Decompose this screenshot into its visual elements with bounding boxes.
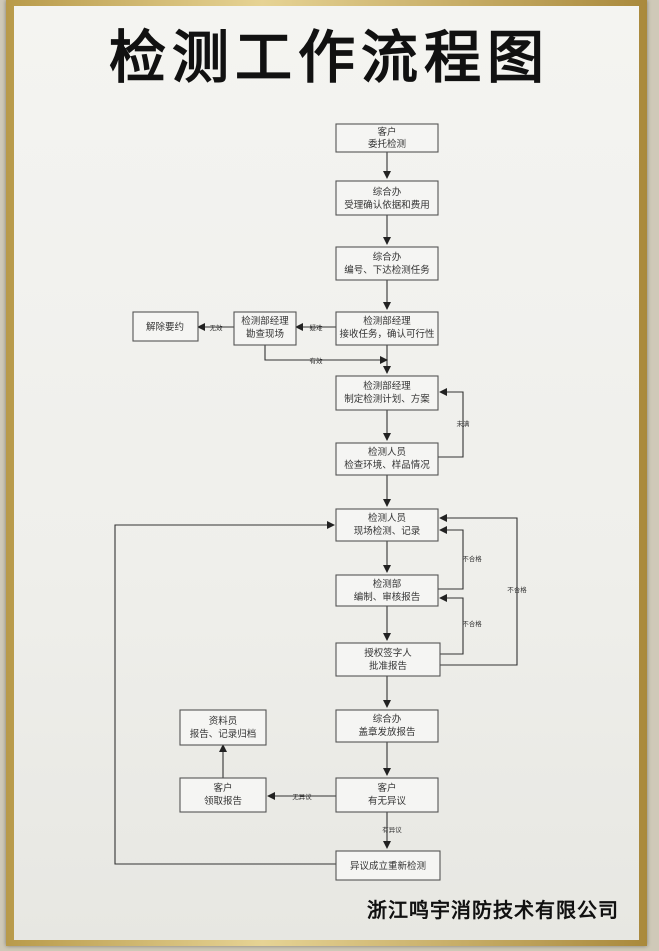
node-signatory: 授权签字人 批准报告 bbox=[335, 642, 441, 677]
svg-text:有无异议: 有无异议 bbox=[368, 795, 407, 807]
node-office-seal: 综合办 盖章发放报告 bbox=[335, 709, 439, 743]
label-fail-1: 不合格 bbox=[462, 554, 482, 563]
edge-survey-plan bbox=[264, 345, 388, 364]
node-staff-check: 检测人员 检查环境、样品情况 bbox=[335, 442, 439, 476]
node-mgr-receive: 检测部经理 接收任务，确认可行性 bbox=[335, 311, 439, 346]
label-fail-3: 不合格 bbox=[507, 585, 527, 594]
connectors bbox=[114, 152, 518, 865]
svg-text:检测部经理: 检测部经理 bbox=[363, 380, 411, 392]
label-difficult: 疑难 bbox=[310, 323, 324, 332]
node-client-entrust: 客户 委托检测 bbox=[335, 123, 439, 153]
label-valid: 有效 bbox=[310, 356, 324, 365]
edge-sign-report-loop bbox=[439, 594, 464, 655]
svg-text:客户: 客户 bbox=[377, 782, 396, 794]
node-mgr-plan: 检测部经理 制定检测计划、方案 bbox=[335, 375, 439, 411]
svg-text:资料员: 资料员 bbox=[209, 715, 238, 727]
node-cancel: 解除要约 bbox=[132, 311, 199, 342]
svg-text:领取报告: 领取报告 bbox=[204, 795, 242, 807]
svg-text:委托检测: 委托检测 bbox=[368, 138, 406, 150]
svg-text:检测人员: 检测人员 bbox=[368, 446, 406, 458]
svg-text:解除要约: 解除要约 bbox=[146, 321, 184, 333]
label-invalid: 无效 bbox=[210, 323, 224, 332]
node-office-number: 综合办 编号、下达检测任务 bbox=[335, 246, 439, 281]
label-has-objection: 有异议 bbox=[382, 825, 402, 834]
node-dept-report: 检测部 编制、审核报告 bbox=[335, 574, 439, 607]
node-archivist: 资料员 报告、记录归档 bbox=[179, 709, 267, 746]
svg-text:批准报告: 批准报告 bbox=[369, 660, 407, 672]
svg-text:客户: 客户 bbox=[213, 782, 232, 794]
page-title: 检测工作流程图 bbox=[109, 24, 550, 91]
svg-text:盖章发放报告: 盖章发放报告 bbox=[358, 726, 415, 738]
svg-text:编号、下达检测任务: 编号、下达检测任务 bbox=[344, 264, 430, 276]
edge-sign-test-loop bbox=[439, 514, 518, 666]
svg-text:编制、审核报告: 编制、审核报告 bbox=[354, 591, 421, 603]
edge-labels: 疑难 无效 有效 未满 不合格 不合格 不合格 无异议 有异议 bbox=[210, 323, 528, 834]
node-client-receive: 客户 领取报告 bbox=[179, 777, 267, 813]
svg-text:报告、记录归档: 报告、记录归档 bbox=[190, 728, 257, 740]
svg-text:检测部经理: 检测部经理 bbox=[363, 315, 411, 327]
svg-text:制定检测计划、方案: 制定检测计划、方案 bbox=[344, 393, 430, 405]
node-staff-test: 检测人员 现场检测、记录 bbox=[335, 508, 439, 542]
svg-text:接收任务，确认可行性: 接收任务，确认可行性 bbox=[339, 328, 435, 340]
svg-text:综合办: 综合办 bbox=[373, 713, 402, 725]
svg-text:检测部经理: 检测部经理 bbox=[241, 315, 289, 327]
svg-text:异议成立重新检测: 异议成立重新检测 bbox=[350, 860, 426, 872]
node-office-accept: 综合办 受理确认依据和费用 bbox=[335, 180, 439, 216]
node-mgr-survey: 检测部经理 勘查现场 bbox=[233, 311, 297, 346]
svg-text:检测部: 检测部 bbox=[373, 578, 402, 590]
edge-report-test-loop bbox=[438, 526, 464, 590]
poster-paper bbox=[14, 6, 639, 940]
edge-check-plan-loop bbox=[438, 388, 464, 458]
svg-text:勘查现场: 勘查现场 bbox=[246, 328, 284, 340]
label-not-satisfied: 未满 bbox=[457, 419, 471, 428]
node-client-objection: 客户 有无异议 bbox=[335, 777, 439, 813]
label-fail-2: 不合格 bbox=[462, 619, 482, 628]
label-no-objection: 无异议 bbox=[292, 793, 312, 801]
svg-text:客户: 客户 bbox=[377, 126, 396, 138]
company-name: 浙江鸣宇消防技术有限公司 bbox=[367, 898, 619, 922]
svg-text:综合办: 综合办 bbox=[373, 251, 402, 263]
node-objection-retest: 异议成立重新检测 bbox=[335, 850, 441, 881]
svg-text:综合办: 综合办 bbox=[373, 186, 402, 198]
svg-text:授权签字人: 授权签字人 bbox=[364, 647, 412, 659]
svg-text:现场检测、记录: 现场检测、记录 bbox=[354, 525, 421, 537]
edge-retest-test-loop bbox=[114, 521, 336, 865]
svg-text:检测人员: 检测人员 bbox=[368, 512, 406, 524]
svg-text:检查环境、样品情况: 检查环境、样品情况 bbox=[344, 459, 430, 471]
svg-text:受理确认依据和费用: 受理确认依据和费用 bbox=[344, 199, 430, 211]
